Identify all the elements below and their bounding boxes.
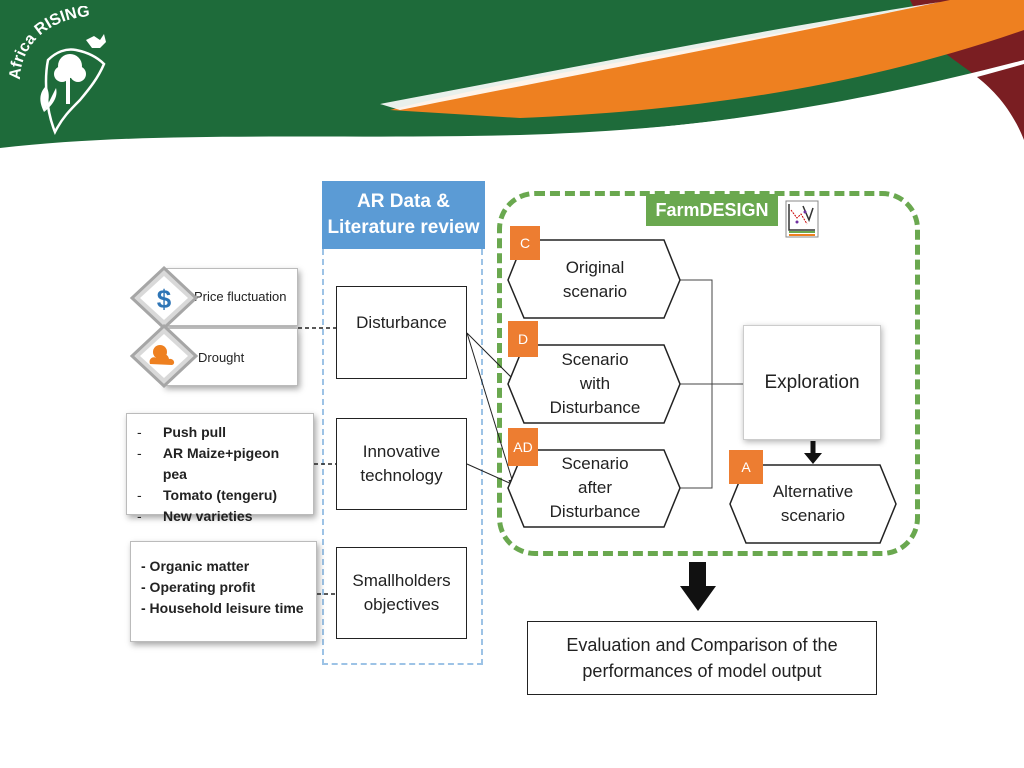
scenario-original-line1: Original <box>565 258 625 277</box>
objective-leisure-time: - Household leisure time <box>141 600 304 616</box>
evaluation-box: Evaluation and Comparison of the perform… <box>527 621 877 695</box>
scenario-ad-line1: Scenario <box>561 454 629 473</box>
objectives-card: - Organic matter - Operating profit - Ho… <box>130 541 317 642</box>
list-item: - New varieties <box>137 506 303 527</box>
scenario-original-line2: scenario <box>562 282 628 301</box>
evaluation-line2: performances of model output <box>582 661 822 681</box>
evaluation-line1: Evaluation and Comparison of the <box>566 635 838 655</box>
farmdesign-tag: FarmDESIGN <box>646 194 778 226</box>
ar-data-header: AR Data & Literature review <box>322 181 485 249</box>
africa-rising-logo-icon <box>44 48 106 136</box>
scenario-d-line2: with <box>579 374 611 393</box>
alternative-line2: scenario <box>780 506 846 525</box>
innovative-technology-box: Innovative technology <box>336 418 467 510</box>
objective-organic-matter: - Organic matter <box>141 558 250 574</box>
exploration-box: Exploration <box>743 325 881 440</box>
badge-d: D <box>508 321 538 357</box>
scenario-ad-line3: Disturbance <box>549 502 641 521</box>
innovation-maize-pigeon-pea: AR Maize+pigeon pea <box>162 445 280 482</box>
bullet: - <box>137 445 142 461</box>
alternative-scenario-label: Alternative scenario <box>748 474 878 534</box>
innovations-card: - Push pull - AR Maize+pigeon pea - Tomato … <box>126 413 314 524</box>
sun-cloud-icon <box>129 323 199 389</box>
drought-label: Drought <box>198 350 245 365</box>
list-item: - AR Maize+pigeon pea <box>137 443 303 485</box>
dollar-icon: $ <box>129 265 199 331</box>
innovative-line1: Innovative <box>362 442 441 461</box>
innovation-new-varieties: New varieties <box>163 508 253 524</box>
ar-header-line1: AR Data & <box>357 191 450 212</box>
africa-rising-logo-text: Africa RISING <box>8 6 91 80</box>
hazard-icons: $ <box>129 265 199 389</box>
innovative-line2: technology <box>360 466 443 485</box>
scenario-d-line1: Scenario <box>561 350 629 369</box>
bullet: - <box>137 487 142 503</box>
scenario-original-label: Original scenario <box>530 250 660 310</box>
smallholders-line2: objectives <box>363 595 440 614</box>
bullet: - <box>137 508 142 524</box>
svg-text:$: $ <box>157 284 172 314</box>
badge-ad: AD <box>508 428 538 466</box>
disturbance-box: Disturbance <box>336 286 467 379</box>
smallholders-objectives-box: Smallholders objectives <box>336 547 467 639</box>
badge-c: C <box>510 226 540 260</box>
ar-header-line2: Literature review <box>327 217 480 238</box>
svg-text:Africa RISING: Africa RISING <box>8 6 91 80</box>
disturbance-label: Disturbance <box>356 312 447 332</box>
alternative-line1: Alternative <box>772 482 854 501</box>
farmdesign-chart-icon <box>785 200 819 238</box>
badge-a: A <box>729 450 763 484</box>
objective-operating-profit: - Operating profit <box>141 579 256 595</box>
innovation-push-pull: Push pull <box>163 424 226 440</box>
header-banner <box>0 0 1024 158</box>
scenario-after-label: Scenario after Disturbance <box>530 450 660 526</box>
scenario-disturbance-label: Scenario with Disturbance <box>530 346 660 422</box>
list-item: - Tomato (tengeru) <box>137 485 303 506</box>
scenario-d-line3: Disturbance <box>549 398 641 417</box>
bullet: - <box>137 424 142 440</box>
price-fluctuation-label: Price fluctuation <box>194 289 287 304</box>
smallholders-line1: Smallholders <box>352 571 451 590</box>
innovation-tomato: Tomato (tengeru) <box>163 487 278 503</box>
list-item: - Push pull <box>137 422 303 443</box>
scenario-ad-line2: after <box>577 478 613 497</box>
